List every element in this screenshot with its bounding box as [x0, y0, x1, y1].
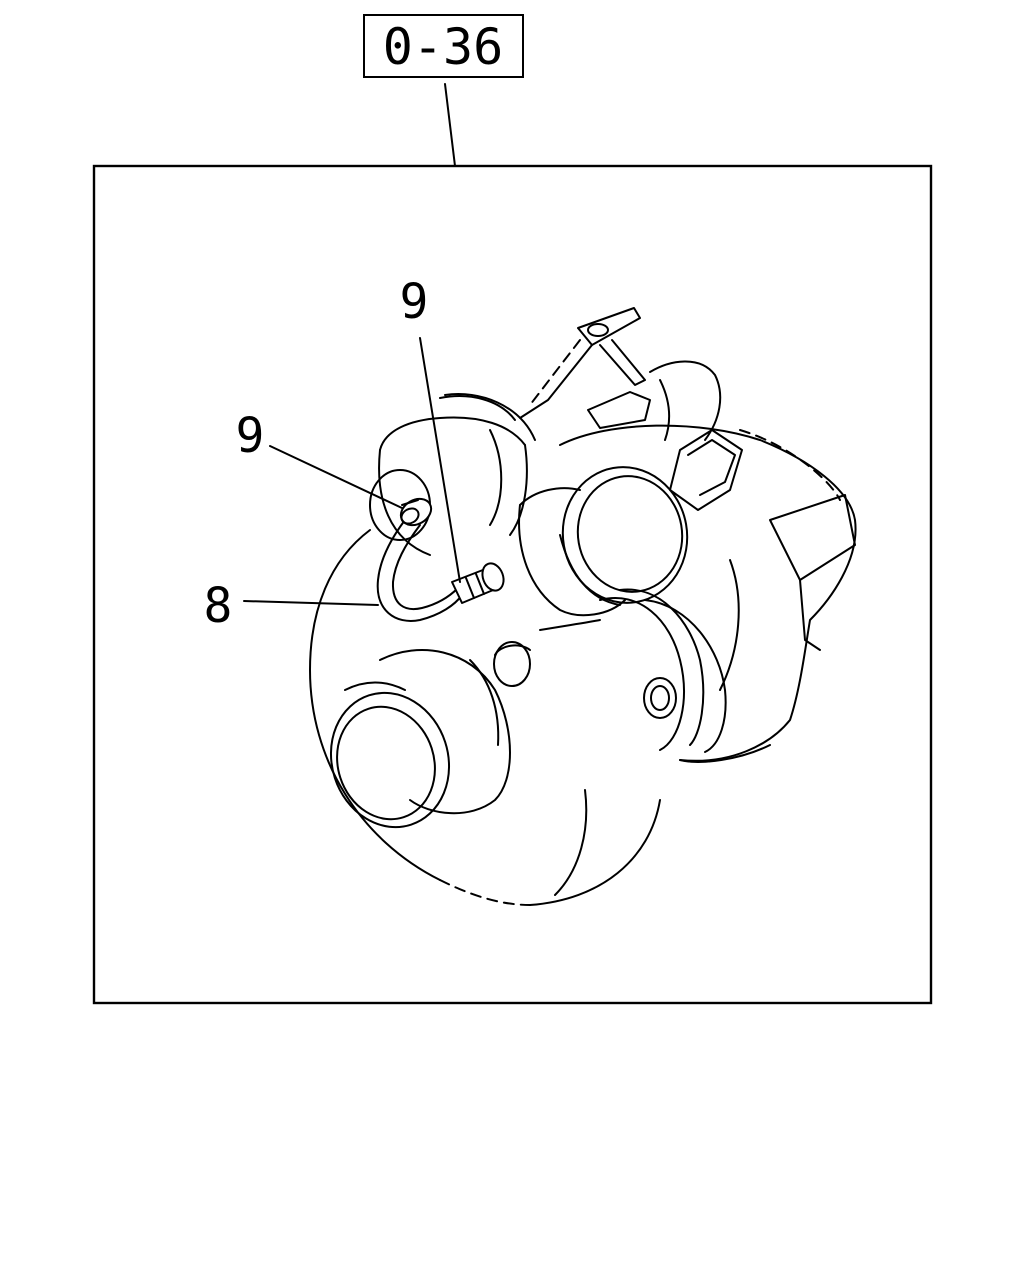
center-housing [539, 588, 727, 753]
reference-tag-label: 0-36 [383, 18, 503, 76]
turbine-housing [559, 424, 857, 763]
pipe-fitting-part-9-upper[interactable] [396, 494, 436, 531]
turbocharger-illustration [309, 307, 857, 906]
reference-tag-frame [363, 14, 524, 78]
actuator-mount-boss-inner [687, 439, 736, 496]
callout-leader-line [419, 337, 461, 583]
small-fitting-boss [643, 677, 677, 719]
callout-number: 9 [400, 274, 429, 330]
compressor-inlet-tube [369, 393, 536, 556]
pipe-fitting-part-9-lower[interactable] [451, 560, 507, 604]
callout-8[interactable]: 8 [204, 578, 379, 634]
wastegate-bracket [519, 307, 722, 441]
callout-number: 9 [236, 408, 265, 464]
compressor-housing [309, 529, 661, 906]
diagram-frame [92, 164, 933, 1005]
callout-9-top[interactable]: 9 [400, 274, 461, 583]
actuator-mount-boss [669, 429, 743, 511]
reference-leader-line [444, 83, 456, 167]
oil-pipe-part-8[interactable] [376, 519, 463, 622]
drain-plug [493, 641, 531, 687]
reference-tag[interactable]: 0-36 [363, 14, 524, 78]
turbine-outlet-elbow [518, 466, 689, 617]
callout-leader-line [243, 600, 379, 606]
callout-9-left[interactable]: 9 [236, 408, 403, 509]
callout-number: 8 [204, 578, 233, 634]
callout-leader-line [269, 445, 403, 509]
compressor-outlet [329, 649, 511, 829]
